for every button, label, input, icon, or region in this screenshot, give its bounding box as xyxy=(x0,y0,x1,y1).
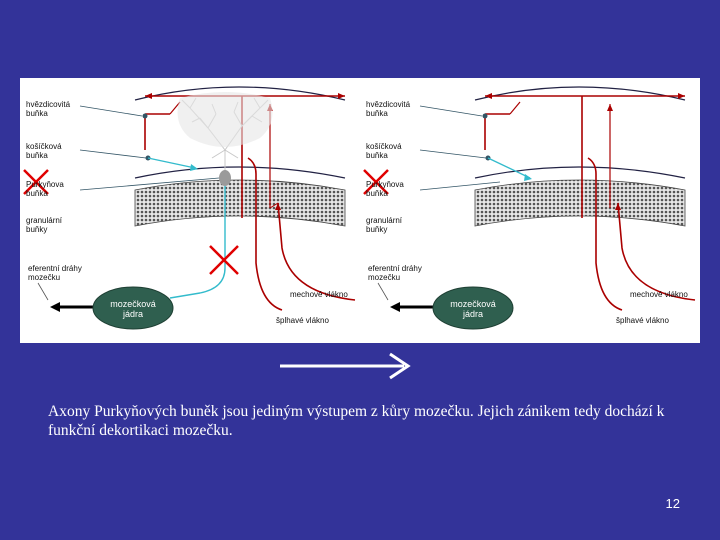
cortex-surface-arc xyxy=(474,86,686,101)
diagram-left-svg xyxy=(23,86,356,330)
label-mossy-fiber: mechové vlákno xyxy=(630,290,688,299)
stellate-cell-body xyxy=(482,113,488,119)
cross-mark-axon xyxy=(209,245,239,275)
label-purkinje-cell: Purkyňova buňka xyxy=(366,180,404,198)
cerebellar-nuclei xyxy=(432,286,514,330)
label-cerebellar-nuclei: mozečková jádra xyxy=(450,299,496,319)
diagram-panel-left: hvězdicovitá buňka košíčková buňka Purky… xyxy=(20,78,360,343)
climbing-fiber xyxy=(587,157,623,311)
label-granule-cells: granulární buňky xyxy=(366,216,403,234)
purkinje-layer-arc xyxy=(134,166,346,179)
label-purkinje-cell: Purkyňova buňka xyxy=(26,180,64,198)
granular-layer xyxy=(134,179,346,227)
label-climbing-fiber: šplhavé vlákno xyxy=(616,316,669,325)
page-number: 12 xyxy=(665,496,680,511)
label-cerebellar-nuclei: mozečková jádra xyxy=(110,299,156,319)
climbing-fiber xyxy=(247,157,283,311)
transition-arrow xyxy=(280,352,411,380)
purkinje-axon xyxy=(169,186,226,299)
label-efferent-pathways: eferentní dráhy mozečku xyxy=(28,264,82,282)
label-stellate-cell: hvězdicovitá buňka xyxy=(26,100,71,118)
label-granule-cells: granulární buňky xyxy=(26,216,63,234)
caption-text: Axony Purkyňových buněk jsou jediným výs… xyxy=(48,403,665,439)
cortex-surface-arc xyxy=(134,86,346,101)
purkinje-cell-body xyxy=(219,170,231,186)
mossy-fiber xyxy=(617,202,696,301)
label-efferent-pathways: eferentní dráhy mozečku xyxy=(368,264,422,282)
cross-mark-purkinje xyxy=(363,169,389,195)
stellate-cell-body xyxy=(142,113,148,119)
granular-layer xyxy=(474,179,686,227)
diagram-panel-right: hvězdicovitá buňka košíčková buňka Purky… xyxy=(360,78,700,343)
label-stellate-cell: hvězdicovitá buňka xyxy=(366,100,411,118)
cross-mark-purkinje xyxy=(23,169,49,195)
diagram-right-svg xyxy=(363,86,696,330)
label-basket-cell: košíčková buňka xyxy=(26,142,62,160)
mossy-fiber xyxy=(277,202,356,301)
label-basket-cell: košíčková buňka xyxy=(366,142,402,160)
cerebellar-nuclei xyxy=(92,286,174,330)
label-climbing-fiber: šplhavé vlákno xyxy=(276,316,329,325)
purkinje-layer-arc xyxy=(474,166,686,179)
label-mossy-fiber: mechové vlákno xyxy=(290,290,348,299)
